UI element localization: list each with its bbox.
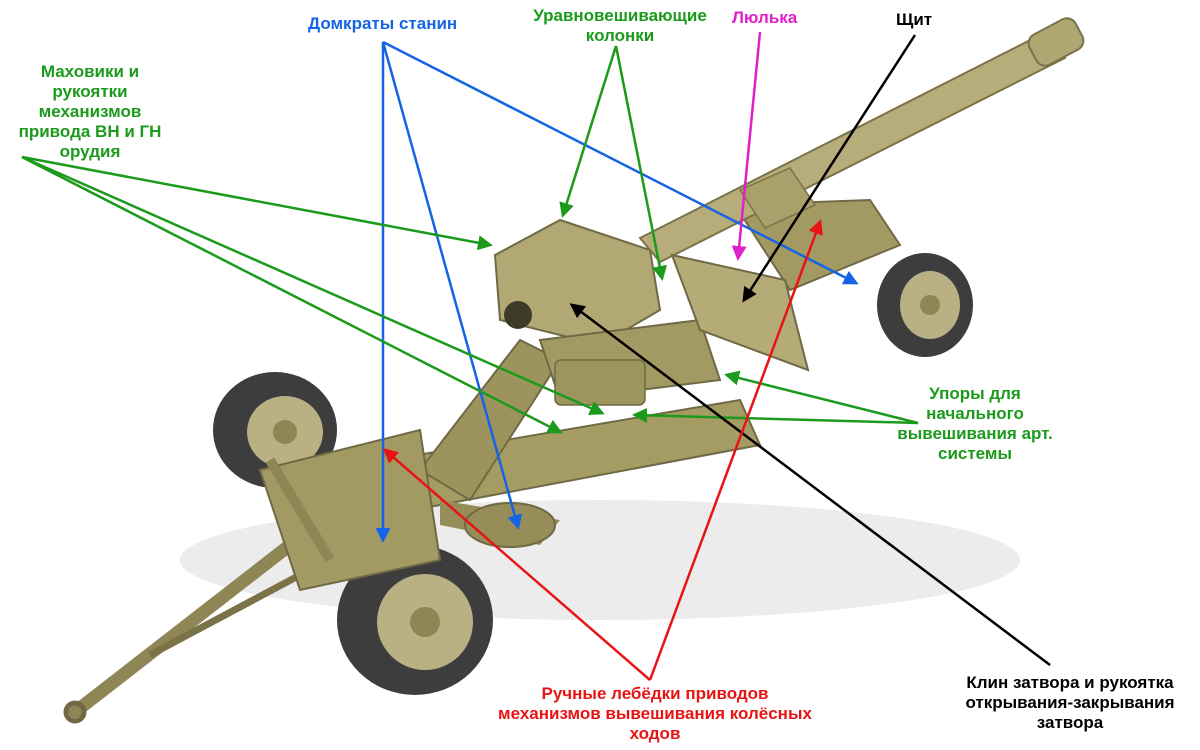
label-handwheels-line3: механизмов — [38, 102, 142, 121]
label-equilibrator: Уравновешивающие колонки — [520, 6, 720, 46]
pointer-handwheels-3 — [21, 155, 563, 434]
label-stops-line3: вывешивания арт. — [897, 424, 1053, 443]
pointer-handwheels-2 — [21, 155, 605, 416]
label-cradle: Люлька — [732, 8, 798, 27]
label-jacks: Домкраты станин — [308, 14, 458, 33]
pointer-winches-2 — [648, 219, 823, 681]
pointer-handwheels-1 — [21, 155, 493, 251]
gun-shield — [670, 253, 810, 372]
pointer-stops-1 — [724, 370, 919, 425]
base-plate — [464, 502, 556, 548]
axle-left — [258, 428, 442, 592]
pointer-jacks-2 — [381, 41, 523, 530]
label-stops-line2: начального — [926, 404, 1024, 423]
label-handwheels: Маховики и рукоятки механизмов привода В… — [0, 62, 180, 162]
gun-mount — [493, 198, 902, 406]
label-winches: Ручные лебёдки приводов механизмов вывеш… — [460, 684, 850, 744]
pointer-breech — [569, 303, 1051, 666]
label-handwheels-line4: привода ВН и ГН — [18, 122, 162, 141]
label-handwheels-line2: рукоятки — [52, 82, 128, 101]
label-winches-line1: Ручные лебёдки приводов — [541, 684, 769, 703]
label-winches-line2: механизмов вывешивания колёсных — [498, 704, 812, 723]
gun-barrel — [638, 17, 1085, 264]
label-stops-line4: системы — [937, 444, 1012, 463]
label-stops-line1: Упоры для — [929, 384, 1021, 403]
label-stops: Упоры для начального вывешивания арт. си… — [880, 384, 1070, 464]
pointer-jacks-3 — [382, 40, 859, 285]
pointer-stops-2 — [632, 407, 919, 425]
label-winches-line3: ходов — [629, 724, 681, 743]
label-equilibrator-line2: колонки — [585, 26, 655, 45]
label-handwheels-line5: орудия — [59, 142, 121, 161]
pointer-equilibrator-2 — [614, 45, 668, 281]
label-breech-line3: затвора — [1036, 713, 1104, 732]
label-breech: Клин затвора и рукоятка открывания-закры… — [940, 673, 1200, 733]
pointer-cradle — [731, 31, 762, 261]
label-handwheels-line1: Маховики и — [40, 62, 140, 81]
pointer-lines — [21, 31, 1051, 681]
label-breech-line1: Клин затвора и рукоятка — [966, 673, 1174, 692]
pointer-equilibrator-1 — [559, 45, 618, 218]
towbar — [63, 538, 302, 724]
wheel-right — [877, 253, 973, 357]
label-equilibrator-line1: Уравновешивающие — [533, 6, 707, 25]
wheel-front-left — [337, 545, 493, 695]
pointer-winches-1 — [382, 448, 651, 681]
gun-illustration — [63, 17, 1085, 724]
pointer-shield — [742, 34, 917, 303]
label-breech-line2: открывания-закрывания — [965, 693, 1175, 712]
label-shield: Щит — [896, 10, 933, 29]
